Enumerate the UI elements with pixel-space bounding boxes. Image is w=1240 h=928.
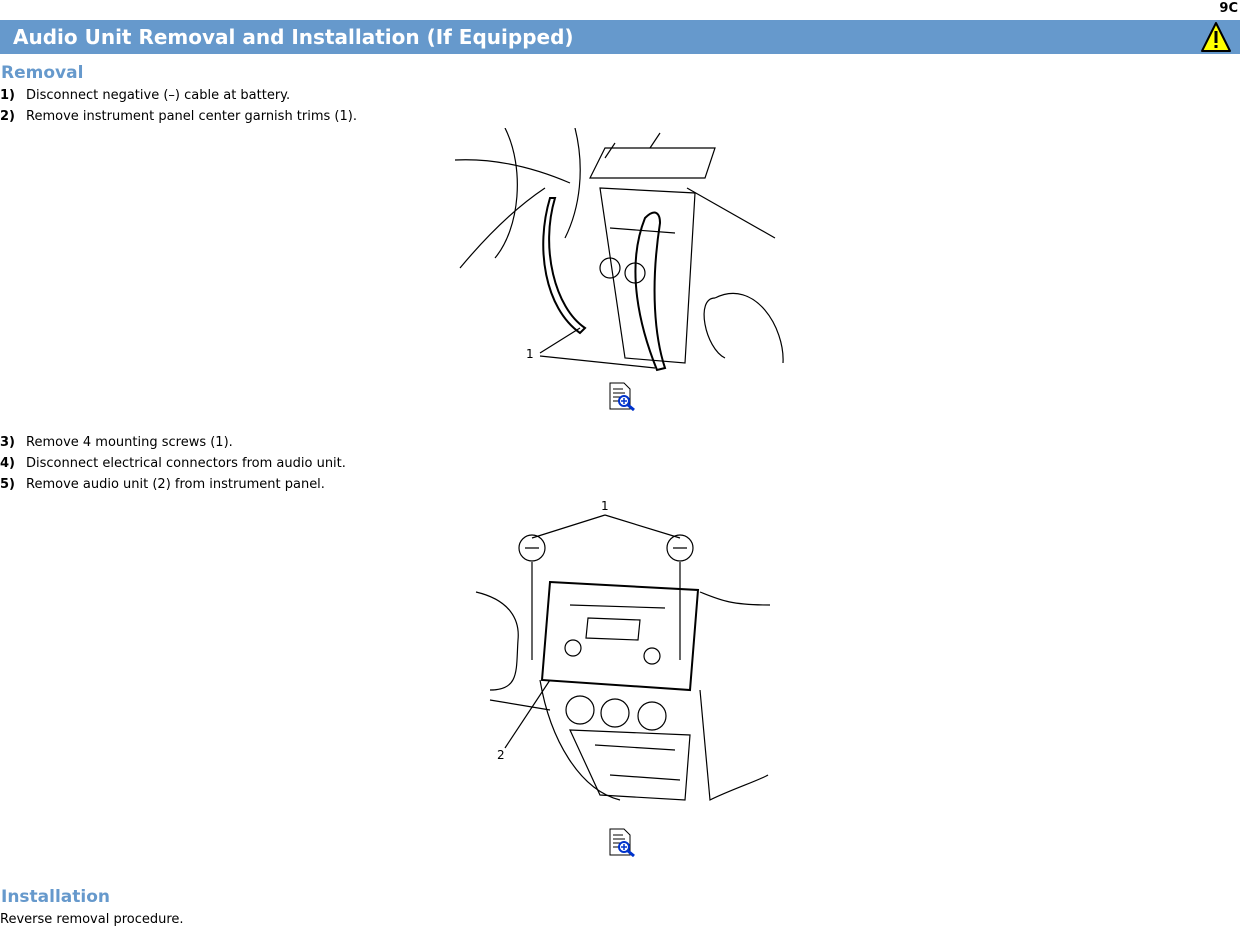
page-title: Audio Unit Removal and Installation (If …: [13, 25, 574, 49]
title-bar: Audio Unit Removal and Installation (If …: [0, 20, 1240, 54]
figure2-callout-2: 2: [497, 748, 505, 762]
step-1: 1)Disconnect negative (–) cable at batte…: [0, 88, 291, 103]
removal-heading: Removal: [1, 63, 84, 83]
garnish-trims-illustration: [455, 128, 784, 372]
step-4: 4)Disconnect electrical connectors from …: [0, 456, 346, 471]
zoom-figure2-icon[interactable]: [608, 827, 636, 857]
audio-unit-illustration: [475, 514, 771, 801]
zoom-figure1-icon[interactable]: [608, 381, 636, 411]
figure1-callout-1: 1: [526, 347, 534, 361]
installation-text: Reverse removal procedure.: [0, 912, 184, 927]
figure2-callout-1: 1: [601, 499, 609, 513]
step-2: 2)Remove instrument panel center garnish…: [0, 109, 357, 124]
warning-icon[interactable]: [1200, 21, 1232, 53]
step-3: 3)Remove 4 mounting screws (1).: [0, 435, 233, 450]
installation-heading: Installation: [1, 887, 111, 907]
step-5: 5)Remove audio unit (2) from instrument …: [0, 477, 325, 492]
section-code: 9C: [1219, 1, 1238, 16]
